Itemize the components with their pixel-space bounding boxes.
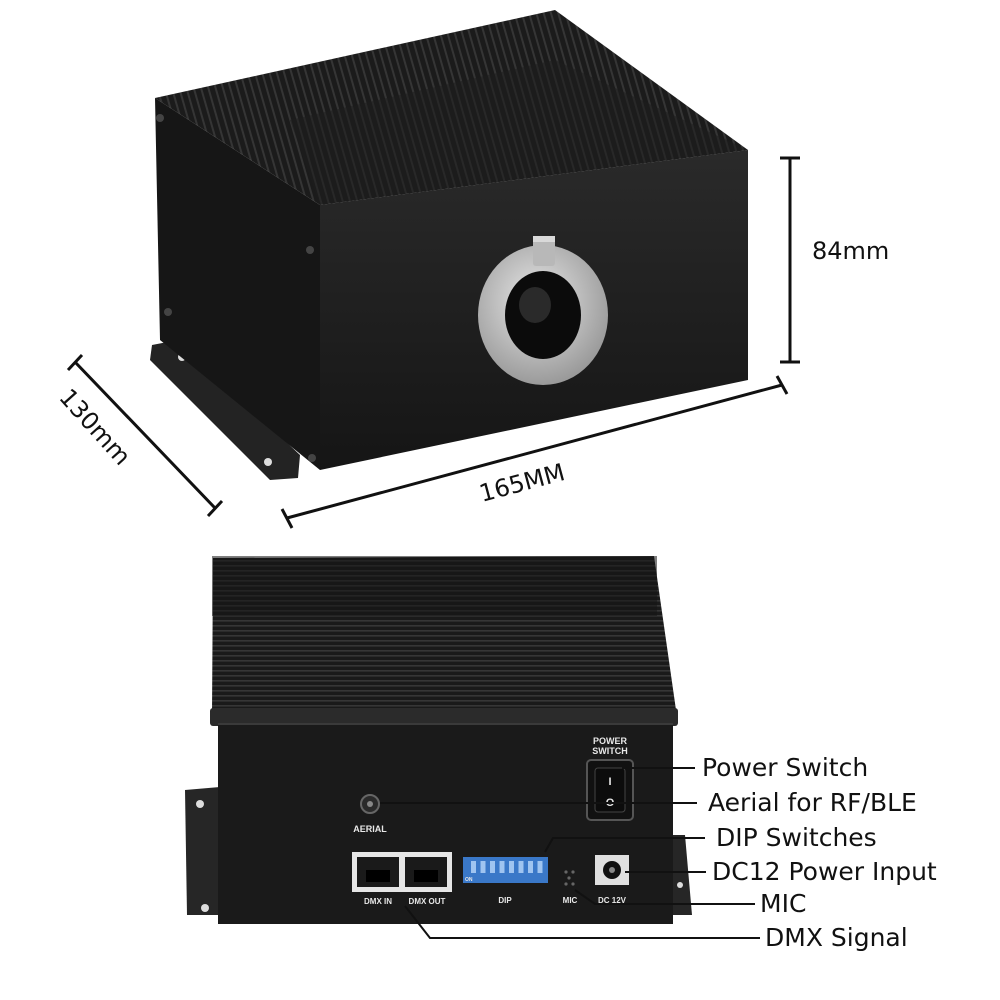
dimension-depth-label: 130mm (54, 383, 137, 471)
dip-toggle[interactable] (490, 861, 495, 873)
dmx-out-label: DMX OUT (409, 897, 446, 906)
dip-toggle[interactable] (480, 861, 486, 873)
dip-on-mark: ON (465, 877, 473, 883)
screw (308, 454, 316, 462)
callout-lines (380, 767, 760, 939)
left-flange (185, 787, 220, 915)
aerial-label: AERIAL (353, 824, 387, 834)
flange-hole (264, 458, 272, 466)
fiber-port-ring (478, 236, 608, 385)
screw (306, 246, 314, 254)
callout-power-switch: Power Switch (702, 753, 868, 782)
dip-switch-block[interactable] (463, 857, 548, 883)
callout-dc: DC12 Power Input (712, 857, 937, 886)
dip-label: DIP (498, 896, 512, 905)
dimension-height (780, 156, 800, 364)
callout-aerial: Aerial for RF/BLE (708, 788, 917, 817)
dip-toggle[interactable] (499, 861, 505, 873)
dimension-width (280, 375, 789, 529)
dc-label: DC 12V (598, 896, 627, 905)
callout-mic: MIC (760, 889, 806, 918)
right-flange (672, 835, 692, 915)
top-unit (150, 10, 748, 480)
callout-dmx: DMX Signal (765, 923, 908, 952)
mic-holes (564, 870, 575, 886)
box-left-side (155, 98, 320, 470)
dip-toggle[interactable] (509, 861, 514, 873)
screw (164, 308, 172, 316)
dip-toggle[interactable] (518, 861, 524, 873)
dmx-in-label: DMX IN (364, 897, 392, 906)
switch-on-mark: I (608, 776, 611, 788)
screw (156, 114, 164, 122)
dimension-width-label: 165MM (476, 458, 568, 508)
mounting-flange (150, 340, 300, 480)
dip-toggle[interactable] (528, 861, 533, 873)
dimension-height-label: 84mm (812, 237, 889, 265)
mic-label: MIC (563, 896, 578, 905)
callout-dip: DIP Switches (716, 823, 877, 852)
dip-toggle[interactable] (537, 861, 543, 873)
box-top-band (290, 60, 748, 205)
dip-toggle[interactable] (471, 861, 476, 873)
dimension-depth (66, 353, 224, 518)
ring-thumbscrew (533, 236, 555, 266)
